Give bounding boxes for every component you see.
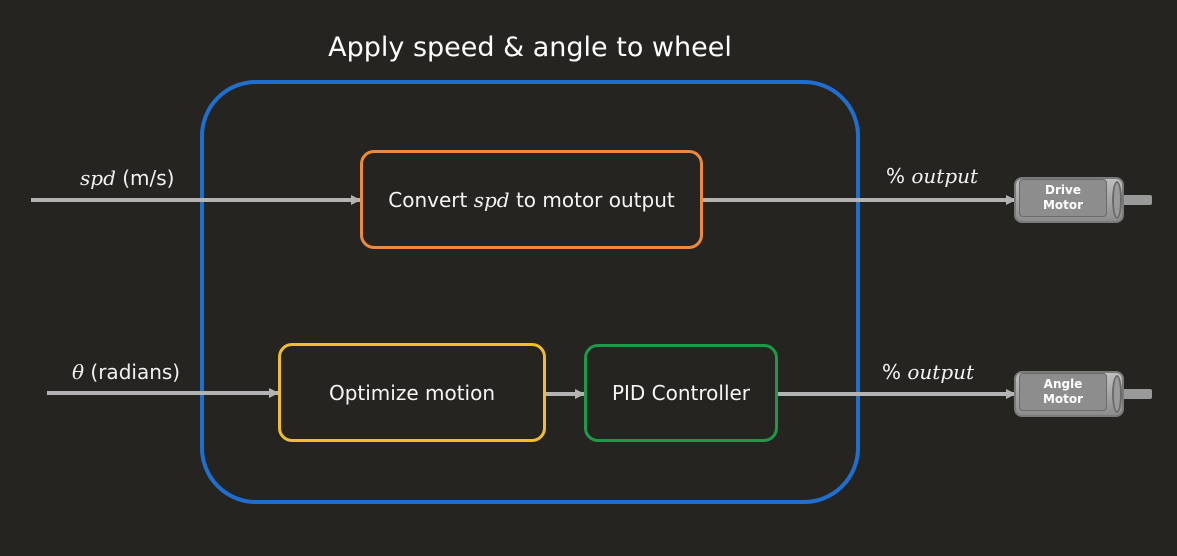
drive-motor-line1: Drive [1045,183,1081,197]
spd-unit: (m/s) [122,166,175,190]
diagram-title: Apply speed & angle to wheel [328,32,732,63]
angle-motor-line1: Angle [1043,377,1083,391]
angle-motor-icon: Angle Motor [1014,371,1152,417]
drive-output-word: output [911,164,979,188]
angle-motor-line2: Motor [1042,392,1084,406]
drive-motor-icon: Drive Motor [1014,177,1152,223]
drive-output-label: % output [886,164,978,188]
theta-unit: (radians) [90,360,181,384]
drive-percent: % [886,164,906,188]
theta-symbol: θ [72,360,85,384]
angle-output-label: % output [882,360,974,384]
optimize-motion-block: Optimize motion [278,343,546,442]
pid-label: PID Controller [611,381,751,405]
theta-input-label: θ (radians) [72,360,180,384]
system-boundary [200,80,860,504]
optimize-label: Optimize motion [328,380,496,405]
convert-label-symbol: spd [473,187,510,212]
angle-motor-label: Angle Motor [1019,373,1107,411]
drive-motor-label: Drive Motor [1019,179,1107,217]
convert-label-pre: Convert [388,187,474,212]
spd-input-label: spd (m/s) [80,166,174,190]
spd-symbol: spd [80,166,116,190]
angle-output-word: output [907,360,975,384]
drive-motor-line2: Motor [1042,198,1084,212]
angle-percent: % [882,360,902,384]
angle-motor-shaft [1122,389,1152,399]
pid-controller-block: PID Controller [584,344,778,442]
convert-label-post: to motor output [509,187,675,212]
convert-spd-block: Convert spd to motor output [360,150,703,249]
drive-motor-shaft [1122,195,1152,205]
